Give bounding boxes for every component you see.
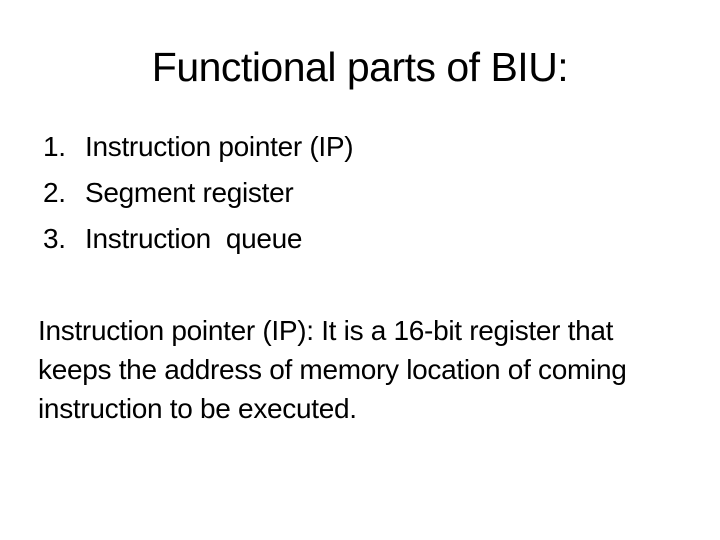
- list-item: 3. Instruction queue: [43, 216, 353, 262]
- paragraph-line: keeps the address of memory location of …: [38, 354, 627, 385]
- list-item-number: 1.: [43, 131, 66, 162]
- description-paragraph: Instruction pointer (IP): It is a 16-bit…: [38, 311, 627, 428]
- functional-parts-list: 1. Instruction pointer (IP) 2. Segment r…: [43, 124, 354, 262]
- list-item-number: 3.: [43, 223, 66, 254]
- list-item-text: Segment register: [85, 177, 294, 208]
- list-item-text: Instruction pointer (IP): [85, 131, 354, 162]
- list-item-text: Instruction queue: [85, 223, 303, 254]
- paragraph-line: Instruction pointer (IP): It is a 16-bit…: [38, 315, 614, 346]
- slide-title: Functional parts of BIU:: [151, 44, 569, 90]
- list-item-number: 2.: [43, 177, 66, 208]
- list-item: 1. Instruction pointer (IP): [43, 124, 354, 170]
- list-item: 2. Segment register: [43, 170, 353, 216]
- paragraph-line: instruction to be executed.: [38, 393, 357, 424]
